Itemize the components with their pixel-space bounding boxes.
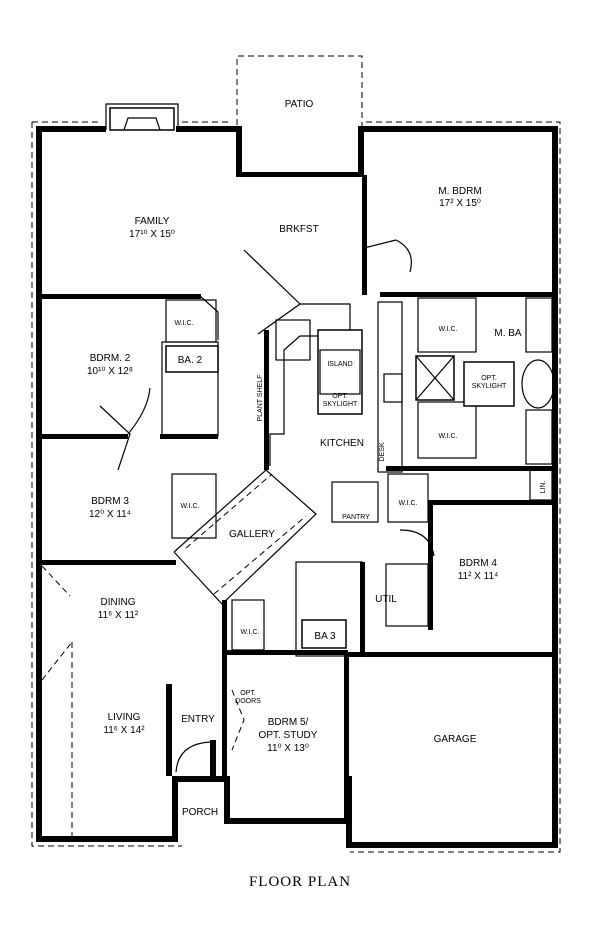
label-wic-bdrm5: W.I.C. (240, 629, 259, 636)
label-mbdrm: M. BDRM (438, 186, 481, 197)
size-bdrm2: 10¹⁰ X 12⁸ (87, 366, 133, 377)
label-garage: GARAGE (434, 734, 477, 745)
size-dining: 11⁶ X 11² (98, 610, 139, 621)
label-wic-bdrm2: W.I.C. (174, 320, 193, 327)
label-wic-kitchen: W.I.C. (398, 500, 417, 507)
label-brkfst: BRKFST (279, 224, 318, 235)
label-wic-bdrm3: W.I.C. (180, 503, 199, 510)
label-ba3: BA 3 (314, 631, 336, 642)
size-bdrm3: 12⁰ X 11⁴ (89, 509, 131, 520)
size-mbdrm: 17² X 15⁰ (439, 198, 481, 209)
label-ba2: BA. 2 (178, 355, 203, 366)
label-opt-study: OPT. STUDY (259, 730, 318, 741)
label-skylight-kitchen: SKYLIGHT (323, 401, 358, 408)
exterior-walls (31, 55, 561, 853)
label-bdrm5: BDRM 5/ (268, 717, 309, 728)
size-bdrm5: 11⁰ X 13⁰ (267, 743, 309, 754)
label-bdrm2: BDRM. 2 (90, 353, 131, 364)
label-island: ISLAND (327, 361, 352, 368)
label-bdrm3: BDRM 3 (91, 496, 129, 507)
label-wic-mbdrm-top: W.I.C. (438, 326, 457, 333)
label-skylight-mba: SKYLIGHT (472, 383, 507, 390)
label-entry: ENTRY (181, 714, 215, 725)
label-desk: DESK (379, 442, 386, 461)
label-porch: PORCH (182, 807, 218, 818)
label-doors: DOORS (235, 698, 261, 705)
label-bdrm4: BDRM 4 (459, 558, 497, 569)
label-patio: PATIO (285, 99, 314, 110)
label-living: LIVING (108, 712, 141, 723)
label-wic-mbdrm-bottom: W.I.C. (438, 433, 457, 440)
label-pantry: PANTRY (342, 514, 370, 521)
label-family: FAMILY (135, 216, 170, 227)
label-opt-doors: OPT. (240, 690, 256, 697)
label-util: UTIL (375, 594, 397, 605)
size-living: 11⁶ X 14² (103, 725, 145, 736)
size-family: 17¹⁰ X 15⁰ (129, 229, 175, 240)
label-opt-mba: OPT. (481, 375, 497, 382)
label-mba: M. BA (494, 328, 522, 339)
size-bdrm4: 11² X 11⁴ (458, 571, 499, 582)
room-labels: PATIO FAMILY 17¹⁰ X 15⁰ BRKFST M. BDRM 1… (87, 99, 547, 890)
label-lin: LIN. (540, 481, 547, 494)
label-opt-kitchen: OPT. (332, 393, 348, 400)
plan-title: FLOOR PLAN (249, 874, 351, 890)
label-kitchen: KITCHEN (320, 438, 364, 449)
label-dining: DINING (101, 597, 136, 608)
interior-walls (36, 175, 558, 836)
label-gallery: GALLERY (229, 529, 275, 540)
label-plant-shelf: PLANT SHELF (257, 375, 264, 422)
